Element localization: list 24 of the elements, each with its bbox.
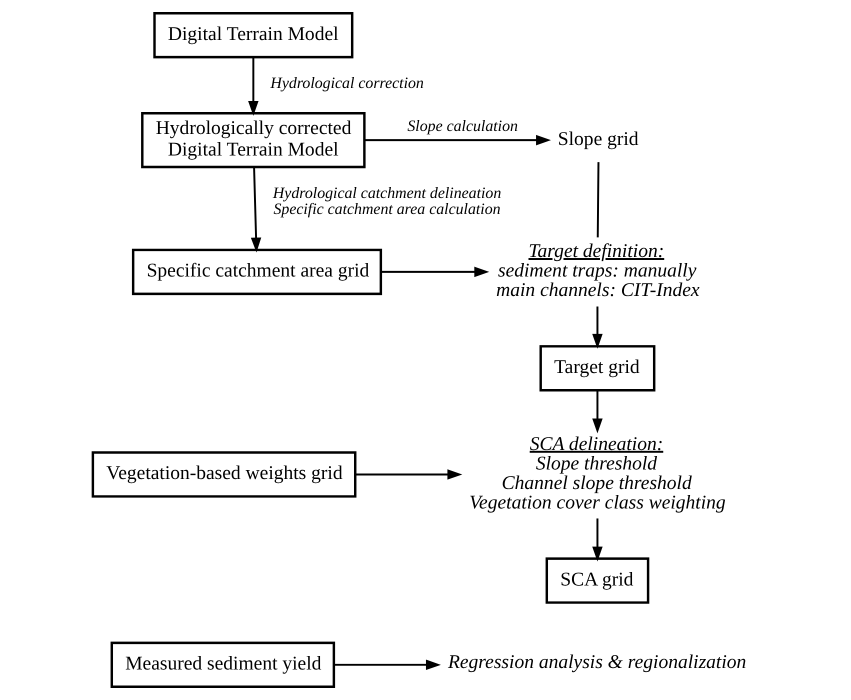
node-text: SCA delineation: Slope threshold Channel slope threshold Vegetation cover class weighting: [468, 434, 726, 514]
node-text: Target definition: sediment traps: manually main channels: CIT-Index: [496, 241, 700, 302]
node-box: Specific catchment area grid: [131, 248, 382, 296]
edge-label: Hydrological catchment delineation Specific catchment area calculation: [272, 184, 501, 218]
arrow: [592, 518, 602, 562]
node-box: Vegetation-based weights grid: [91, 451, 356, 498]
node-box: SCA grid: [545, 557, 649, 604]
node-box: Digital Terrain Model: [152, 12, 353, 58]
edge-label: Slope calculation: [406, 118, 518, 135]
arrow: [380, 266, 489, 278]
arrow: [250, 167, 261, 253]
arrow: [334, 660, 440, 670]
node-text: Slope grid: [557, 128, 638, 150]
connector: [596, 162, 599, 238]
node-box: Target grid: [538, 345, 655, 392]
edge-label: Hydrological correction: [270, 75, 424, 92]
arrow: [592, 390, 602, 434]
arrow: [364, 134, 550, 146]
node-box: Measured sediment yield: [110, 642, 335, 688]
node-box: Hydrologically corrected Digital Terrain Model: [140, 112, 366, 168]
arrow: [354, 469, 462, 480]
node-text: Regression analysis & regionalization: [447, 652, 746, 674]
arrow: [248, 58, 258, 116]
arrow: [592, 306, 602, 349]
